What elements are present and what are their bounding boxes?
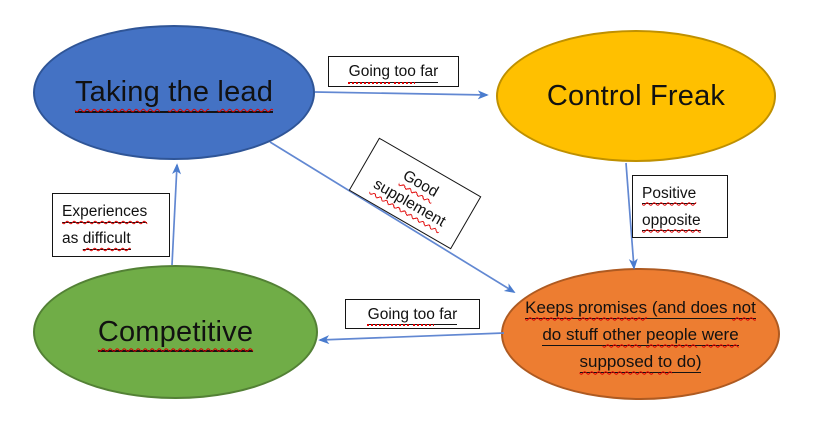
arrow-control-to-keeps[interactable] bbox=[625, 162, 638, 270]
node-taking-the-lead[interactable]: Taking the lead bbox=[33, 25, 315, 160]
arrow-competitive-to-taking[interactable] bbox=[171, 163, 182, 266]
arrow-taking-to-control[interactable] bbox=[314, 90, 489, 100]
node-competitive-label: Competitive bbox=[97, 315, 254, 353]
label-going-too-far-top[interactable]: Going too far bbox=[328, 56, 459, 87]
label-going-too-far-top-text: Going too far bbox=[348, 58, 439, 85]
arrow-taking-to-keeps[interactable] bbox=[269, 141, 516, 293]
label-going-too-far-bottom[interactable]: Going too far bbox=[345, 299, 480, 329]
arrow-keeps-to-competitive[interactable] bbox=[318, 332, 505, 345]
node-competitive[interactable]: Competitive bbox=[33, 265, 318, 399]
node-control-freak-label: Control Freak bbox=[546, 79, 726, 112]
label-going-too-far-bottom-text: Going too far bbox=[367, 301, 458, 328]
node-control-freak[interactable]: Control Freak bbox=[496, 30, 776, 162]
node-taking-the-lead-label: Taking the lead bbox=[74, 76, 274, 113]
